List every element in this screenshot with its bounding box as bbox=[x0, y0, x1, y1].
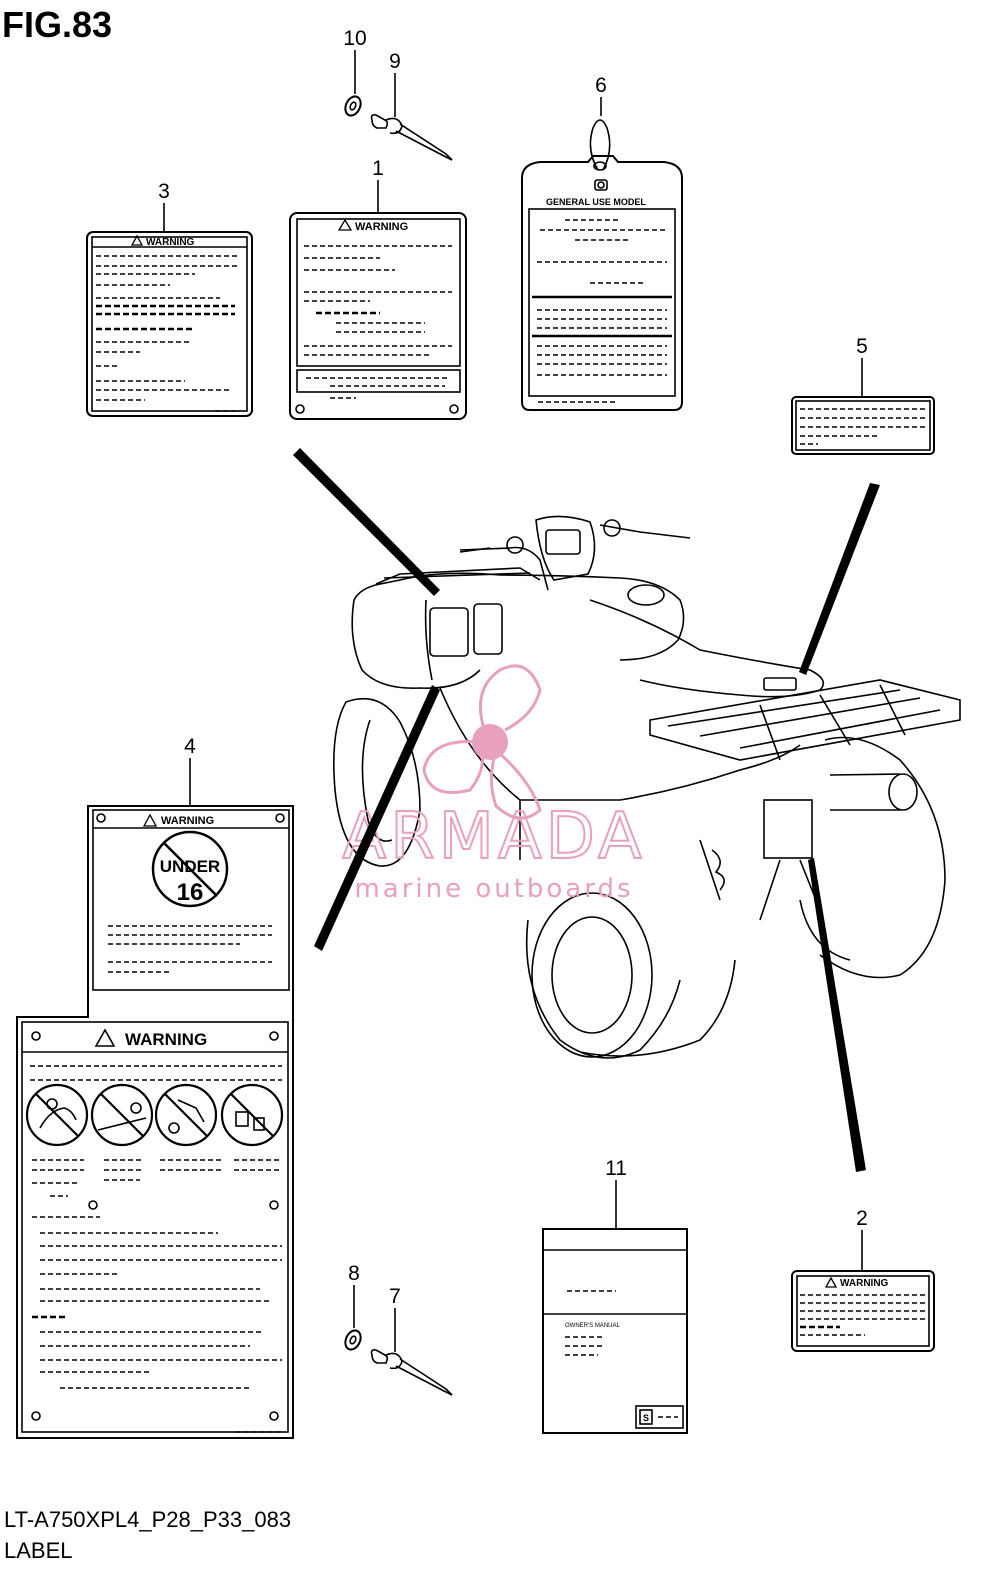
svg-text:S: S bbox=[643, 1413, 649, 1423]
washer-part-8[interactable] bbox=[342, 1328, 363, 1352]
no-passenger-icon bbox=[25, 1083, 89, 1147]
callout-3-number: 3 bbox=[158, 180, 170, 203]
helmet-gear-icon bbox=[220, 1083, 284, 1147]
rivet-part-7[interactable] bbox=[370, 1349, 453, 1396]
under-16-prohibition-icon: UNDER 16 bbox=[151, 830, 229, 908]
watermark-logo: ARMADA marine outboards bbox=[341, 664, 645, 904]
under-text: UNDER bbox=[160, 857, 220, 876]
callout-8[interactable]: 8 bbox=[348, 1262, 360, 1328]
callout-7-number: 7 bbox=[389, 1285, 401, 1308]
callout-2-number: 2 bbox=[856, 1207, 868, 1230]
leader-line-to-label-2 bbox=[808, 858, 866, 1172]
diagram-code: LT-A750XPL4_P28_P33_083 bbox=[4, 1507, 292, 1532]
callout-7[interactable]: 7 bbox=[389, 1285, 401, 1352]
washer-part-10[interactable] bbox=[342, 94, 363, 118]
label-4b-warning-text: WARNING bbox=[125, 1030, 207, 1049]
label-4-warning-text: WARNING bbox=[161, 815, 214, 827]
warning-triangle-icon bbox=[94, 1028, 116, 1047]
callout-3[interactable]: 3 bbox=[158, 180, 170, 232]
diagram-name: LABEL bbox=[4, 1538, 73, 1563]
callout-10-number: 10 bbox=[343, 27, 366, 50]
label-part-3[interactable]: WARNING bbox=[86, 231, 253, 417]
leader-line-to-label-5 bbox=[799, 483, 880, 675]
callout-6[interactable]: 6 bbox=[595, 74, 607, 116]
callout-5-number: 5 bbox=[856, 335, 868, 358]
warning-triangle-icon bbox=[337, 218, 353, 231]
leader-line-to-label-1 bbox=[293, 448, 440, 596]
callout-10[interactable]: 10 bbox=[343, 27, 367, 94]
no-alcohol-drugs-icon bbox=[154, 1083, 218, 1147]
rivet-icon bbox=[370, 1349, 453, 1396]
age-text: 16 bbox=[177, 879, 204, 906]
callout-6-number: 6 bbox=[595, 74, 607, 97]
propeller-logo-icon bbox=[422, 664, 542, 820]
callout-11[interactable]: 11 bbox=[605, 1157, 627, 1229]
brand-logo-icon: S bbox=[639, 1409, 653, 1425]
label-2-warning-text: WARNING bbox=[840, 1278, 889, 1289]
callout-9-number: 9 bbox=[389, 50, 401, 73]
label-part-1[interactable]: WARNING bbox=[289, 212, 467, 420]
callout-2[interactable]: 2 bbox=[856, 1207, 868, 1270]
manufacturer-badge-icon bbox=[594, 179, 608, 191]
watermark-brand: ARMADA bbox=[342, 800, 645, 874]
callout-1-number: 1 bbox=[372, 157, 384, 180]
callout-4-number: 4 bbox=[184, 735, 196, 758]
callout-1[interactable]: 1 bbox=[372, 157, 384, 212]
warning-triangle-icon bbox=[142, 813, 158, 827]
callout-5[interactable]: 5 bbox=[856, 335, 868, 397]
label-3-warning-text: WARNING bbox=[146, 237, 195, 248]
owners-manual-part-11[interactable]: OWNER'S MANUAL S bbox=[542, 1228, 688, 1434]
callout-11-number: 11 bbox=[605, 1157, 627, 1180]
leader-line-to-label-4 bbox=[314, 685, 440, 951]
washer-icon bbox=[344, 95, 362, 117]
washer-icon bbox=[344, 1329, 362, 1351]
label-6-general-use-text: GENERAL USE MODEL bbox=[546, 197, 646, 207]
rivet-icon bbox=[370, 114, 453, 161]
figure-title: FIG.83 bbox=[2, 4, 113, 45]
label-part-6[interactable]: GENERAL USE MODEL bbox=[521, 119, 683, 411]
rivet-part-9[interactable] bbox=[370, 114, 453, 161]
label-part-2[interactable]: WARNING bbox=[791, 1270, 935, 1352]
watermark-tagline: marine outboards bbox=[354, 874, 633, 904]
no-paved-surface-icon bbox=[90, 1083, 154, 1147]
callout-8-number: 8 bbox=[348, 1262, 360, 1285]
callout-9[interactable]: 9 bbox=[389, 50, 401, 117]
warning-triangle-icon bbox=[824, 1276, 838, 1288]
label-part-5[interactable] bbox=[791, 396, 935, 455]
label-part-4[interactable]: WARNING UNDER 16 WARNING bbox=[16, 805, 294, 1439]
label-1-warning-text: WARNING bbox=[355, 221, 408, 233]
callout-4[interactable]: 4 bbox=[184, 735, 196, 806]
atv-vehicle-icon bbox=[333, 515, 961, 1059]
manual-title-text: OWNER'S MANUAL bbox=[565, 1323, 620, 1329]
warning-triangle-icon bbox=[130, 234, 144, 246]
